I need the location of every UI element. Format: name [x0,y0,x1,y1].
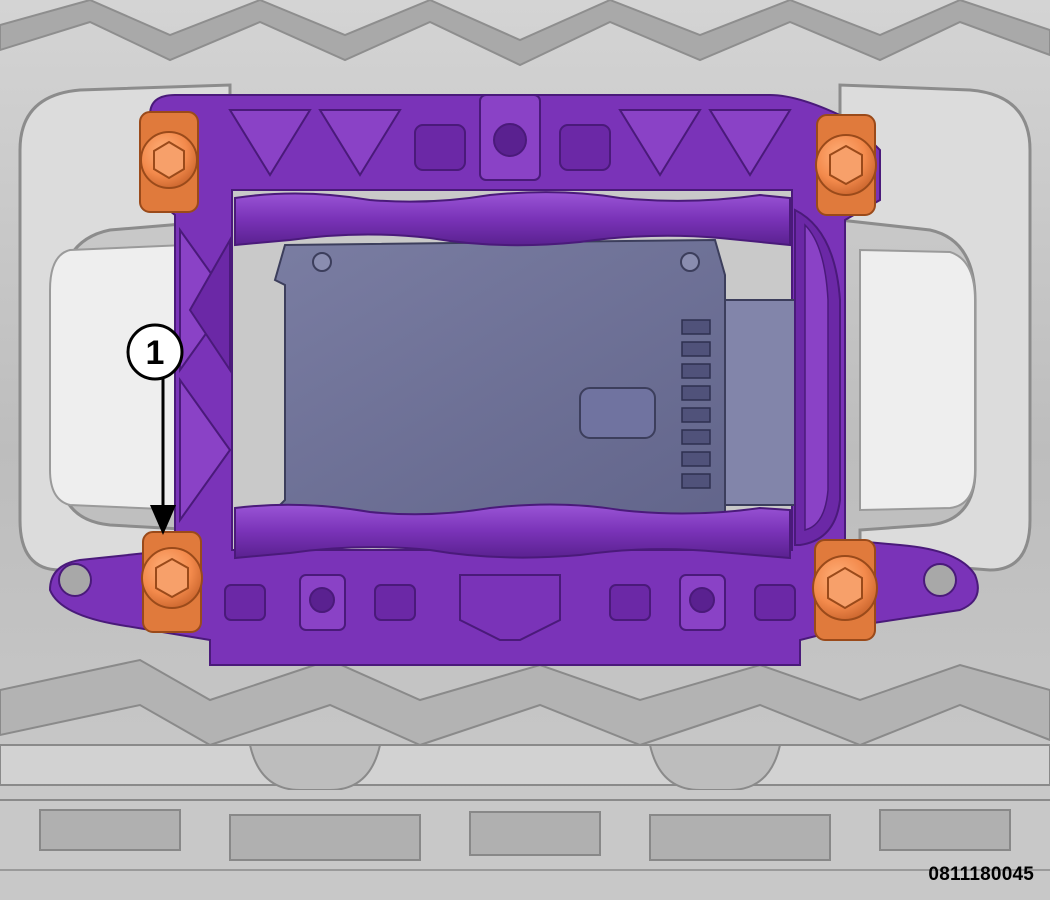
nut-bottom-left [141,531,203,633]
nut-top-left [139,111,199,213]
nut-bottom-right [812,539,878,641]
figure-id: 0811180045 [928,864,1034,885]
retaining-straps [234,191,841,560]
callout-1-number: 1 [146,334,165,372]
control-module [273,238,801,546]
callout-1: 1 [126,323,184,535]
nut-top-right [815,114,877,216]
